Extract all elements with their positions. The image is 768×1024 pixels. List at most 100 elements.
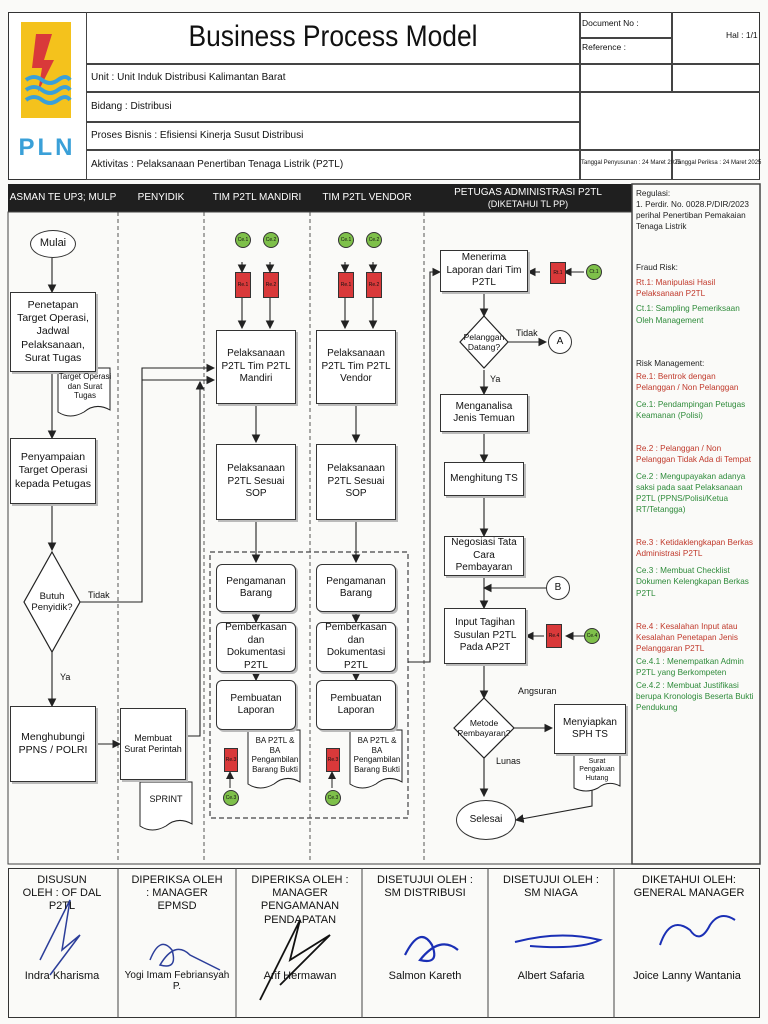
ba-mandiri-label: BA P2TL & BA Pengambilan Barang Bukti — [251, 736, 299, 774]
signature-title-2: DIPERIKSA OLEH : MANAGER EPMSD — [131, 874, 223, 913]
aktivitas-row: Aktivitas : Pelaksanaan Penertiban Tenag… — [86, 150, 580, 180]
tanggal-penyusunan-cell — [580, 150, 672, 180]
risk-re1: Re.1: Bentrok dengan Pelanggan / Non Pel… — [636, 371, 739, 392]
negosiasi-task: Negosiasi Tata Cara Pembayaran — [444, 536, 524, 576]
lane-header-mandiri: TIM P2TL MANDIRI — [212, 192, 302, 204]
signature-title-1: DISUSUN OLEH : OF DAL P2TL — [22, 874, 102, 913]
doc-target-label: Target Operasi dan Surat Tugas — [58, 372, 112, 401]
right-blank-2 — [672, 64, 760, 92]
signature-title-6: DIKETAHUI OLEH: GENERAL MANAGER — [633, 874, 745, 900]
marker-ce4: Ce.4 — [586, 633, 598, 639]
signature-name-6: Joice Lanny Wantania — [633, 970, 741, 982]
bidang-text: Bidang : Distribusi — [91, 101, 172, 112]
hubungi-task: Menghubungi PPNS / POLRI — [10, 706, 96, 782]
tanggal-penyusunan: Tanggal Penyusunan : 24 Maret 2025 — [581, 160, 681, 166]
ya-label-1: Ya — [60, 672, 71, 682]
marker-re4: Re.4 — [548, 633, 560, 639]
pln-logo-text: PLN — [18, 134, 76, 161]
risk-marker: Rt.1 — [550, 262, 566, 284]
analisa-task: Menganalisa Jenis Temuan — [440, 394, 528, 432]
tidak-label-1: Tidak — [88, 590, 110, 600]
signature-name-4: Salmon Kareth — [388, 970, 462, 982]
angsuran-label: Angsuran — [518, 686, 557, 696]
lane-header-admin: PETUGAS ADMINISTRASI P2TL (DIKETAHUI TL … — [424, 184, 632, 212]
metode-label: Metode Pembayaran? — [457, 717, 511, 738]
marker-ct1: Ct.1 — [589, 269, 599, 275]
control-marker: Ce.2 — [263, 232, 279, 248]
hitung-task: Menghitung TS — [444, 462, 524, 496]
ba-vendor-label: BA P2TL & BA Pengambilan Barang Bukti — [353, 736, 401, 774]
pel-vendor-task: Pelaksanaan P2TL Tim P2TL Vendor — [316, 330, 396, 404]
control-marker: Ce.3 — [223, 790, 239, 806]
page-title: Business Process Model — [188, 20, 478, 53]
butuh-penyidik-label: Butuh Penyidik? — [31, 590, 73, 613]
marker-ce2-mandiri: Ce.2 — [265, 237, 277, 243]
menerima-task: Menerima Laporan dari Tim P2TL — [440, 250, 528, 292]
control-ce42: Ce.4.2 : Membuat Justifikasi berupa Kron… — [636, 680, 754, 712]
risk-marker: Re.1 — [235, 272, 251, 298]
right-blank-3 — [580, 92, 760, 150]
pemberkasan-mandiri-task: Pemberkasan dan Dokumentasi P2TL — [216, 622, 296, 672]
pln-logo-icon — [21, 22, 72, 118]
pelanggan-datang-label: Pelanggan Datang? — [463, 331, 505, 352]
marker-ce2-vendor: Ce.2 — [368, 237, 380, 243]
marker-re3-mandiri: Re.3 — [225, 757, 237, 763]
risk-marker: Re.3 — [224, 748, 238, 772]
notes-panel: Regulasi: 1. Perdir. No. 0028.P/DIR/2023… — [636, 188, 756, 713]
control-marker: Ce.1 — [235, 232, 251, 248]
risk-re2: Re.2 : Pelanggan / Non Pelanggan Tidak A… — [636, 443, 752, 464]
end-node: Selesai — [456, 800, 516, 840]
sprint-label: SPRINT — [149, 794, 183, 804]
connector-a: A — [548, 330, 572, 354]
right-blank-1 — [580, 64, 672, 92]
lunas-label: Lunas — [496, 756, 521, 766]
fraud-control-ct1: Ct.1: Sampling Pemeriksaan Oleh Manageme… — [636, 304, 740, 325]
proses-row: Proses Bisnis : Efisiensi Kinerja Susut … — [86, 122, 580, 150]
header-frame — [8, 12, 760, 180]
risk-marker: Re.2 — [263, 272, 279, 298]
control-marker: Ce.1 — [338, 232, 354, 248]
reference-cell — [580, 38, 672, 64]
regulasi-title: Regulasi: — [636, 189, 671, 198]
document-no-cell — [580, 12, 672, 38]
marker-ce3-vendor: Ce.3 — [327, 795, 339, 801]
tanggal-periksa: Tanggal Periksa : 24 Maret 2025 — [675, 160, 762, 166]
fraud-risk-rt1: Rt.1: Manipulasi Hasil Pelaksanaan P2TL — [636, 278, 716, 299]
pemberkasan-vendor-task: Pemberkasan dan Dokumentasi P2TL — [316, 622, 396, 672]
signature-title-4: DISETUJUI OLEH : SM DISTRIBUSI — [377, 874, 473, 900]
start-node: Mulai — [30, 230, 76, 258]
signature-name-5: Albert Safaria — [517, 970, 585, 982]
control-marker: Ce.4 — [584, 628, 600, 644]
fraud-risk-title: Fraud Risk: — [636, 263, 678, 273]
page-number: Hal : 1/1 — [726, 30, 758, 40]
lane-header-admin-subtitle: (DIKETAHUI TL PP) — [487, 198, 569, 209]
risk-re3: Re.3 : Ketidaklengkapan Berkas Administr… — [636, 538, 753, 559]
pln-logo — [18, 20, 74, 120]
control-marker: Ce.2 — [366, 232, 382, 248]
lane-header-asman: ASMAN TE UP3; MULP — [9, 192, 117, 204]
signature-title-5: DISETUJUI OLEH : SM NIAGA — [503, 874, 599, 900]
control-marker: Ce.3 — [325, 790, 341, 806]
signature-title-3: DIPERIKSA OLEH : MANAGER PENGAMANAN PEND… — [251, 874, 349, 926]
risk-management-title: Risk Management: — [636, 358, 705, 368]
marker-re1-mandiri: Re.1 — [237, 282, 249, 288]
input-tagihan-task: Input Tagihan Susulan P2TL Pada AP2T — [444, 608, 526, 664]
tidak-label-2: Tidak — [516, 328, 538, 338]
proses-text: Proses Bisnis : Efisiensi Kinerja Susut … — [91, 130, 304, 141]
unit-row: Unit : Unit Induk Distribusi Kalimantan … — [86, 64, 580, 92]
marker-ce1-vendor: Ce.1 — [340, 237, 352, 243]
document-no-label: Document No : — [582, 18, 639, 28]
signature-block — [8, 868, 760, 1018]
doc-sprint-shape — [139, 781, 193, 831]
risk-marker: Re.2 — [366, 272, 382, 298]
tanggal-periksa-cell — [672, 150, 760, 180]
sop-mandiri-task: Pelaksanaan P2TL Sesuai SOP — [216, 444, 296, 520]
marker-re3-vendor: Re.3 — [327, 757, 339, 763]
aktivitas-text: Aktivitas : Pelaksanaan Penertiban Tenag… — [91, 159, 344, 170]
marker-ce1-mandiri: Ce.1 — [237, 237, 249, 243]
signature-name-1: Indra Kharisma — [24, 970, 100, 982]
sph-task: Menyiapkan SPH TS — [554, 704, 626, 754]
marker-re2-mandiri: Re.2 — [265, 282, 277, 288]
control-ce3: Ce.3 : Membuat Checklist Dokumen Kelengk… — [636, 566, 749, 598]
